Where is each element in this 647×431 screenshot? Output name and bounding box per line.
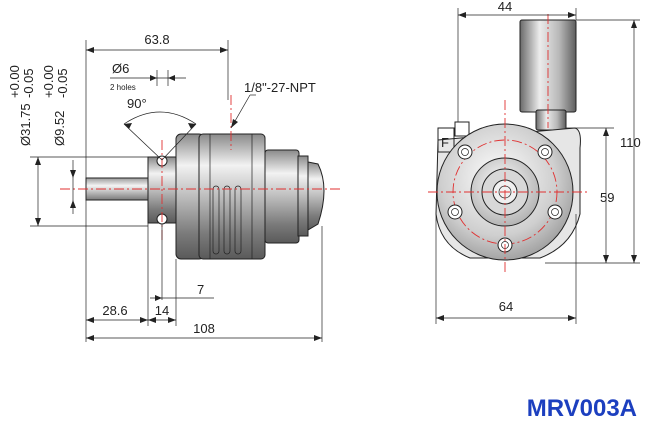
dim-width-top: 44 — [498, 0, 512, 14]
dim-angle: 90° — [127, 96, 147, 111]
dim-shaft-tol-lower: -0.05 — [55, 68, 70, 98]
dim-flange-tol-lower: -0.05 — [21, 68, 36, 98]
angle-arc — [123, 111, 197, 125]
dim-14: 14 — [155, 303, 169, 318]
vent-slot-1 — [212, 185, 220, 255]
model-code: MRV003A — [527, 395, 637, 422]
dim-total-length: 108 — [193, 321, 215, 336]
dim-flange-dia: Ø31.75 — [18, 103, 33, 146]
vent-slot-2 — [223, 185, 231, 255]
bolt-lower-left — [447, 204, 463, 220]
dim-height-59: 59 — [600, 190, 614, 205]
vent-slot-3 — [234, 185, 242, 255]
dim-hole-dia: Ø6 — [112, 61, 129, 76]
housing-lug — [437, 127, 455, 153]
dim-body-length: 63.8 — [144, 32, 169, 47]
port-nut — [297, 155, 309, 237]
dim-port-thread: 1/8"-27-NPT — [244, 80, 316, 95]
dim-shaft-tol-upper: +0.00 — [41, 65, 56, 98]
pump-body — [198, 133, 266, 260]
bolt-upper-left — [457, 144, 473, 160]
dim-shaft-length: 28.6 — [102, 303, 127, 318]
dim-height-total: 110 — [620, 135, 641, 150]
dim-flange-tol-upper: +0.00 — [7, 65, 22, 98]
dim-shaft-dia: Ø9.52 — [52, 111, 67, 146]
marker-letter: F — [441, 135, 449, 150]
port-boss — [264, 149, 300, 244]
side-view: 63.8 Ø6 2 holes 90° 1/8"-27-NPT Ø31.75 +… — [7, 32, 340, 342]
bolt-lower-right — [547, 204, 563, 220]
dim-width-bottom: 64 — [499, 299, 513, 314]
dim-hole-note: 2 holes — [110, 83, 136, 92]
port-fitting — [307, 161, 325, 231]
dim-7: 7 — [197, 282, 204, 297]
top-bracket — [454, 121, 470, 137]
motor-neck — [535, 109, 567, 131]
bolt-upper-right — [537, 144, 553, 160]
front-view: F 44 110 59 — [428, 0, 641, 324]
